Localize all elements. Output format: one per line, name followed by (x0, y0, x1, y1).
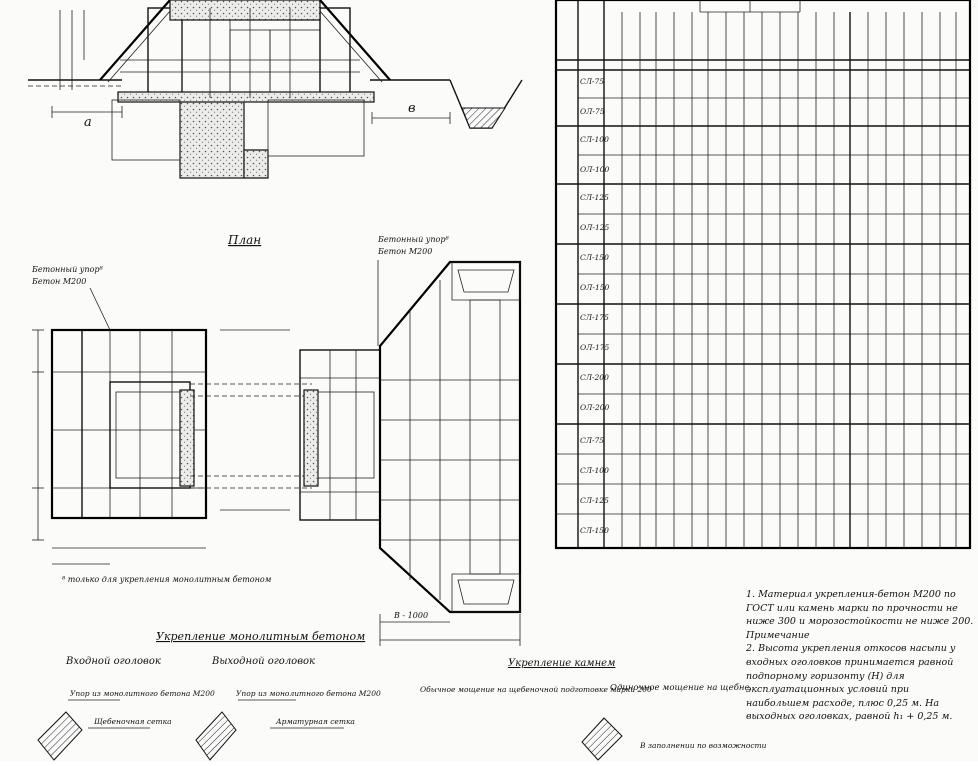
note-mid: Обычное мощение на щебеночной подготовке… (420, 685, 652, 694)
plan-footnote: ⁸ только для укрепления монолитным бетон… (62, 575, 272, 584)
row-code-3: СЛ-125 (580, 193, 609, 202)
note-2: 2. Высота укрепления откосов насыпи у вх… (746, 643, 956, 723)
note-1: 1. Материал укрепления-бетон М200 по ГОС… (746, 589, 974, 641)
row-sub-5: ОЛ-175 (580, 343, 609, 352)
reinforcement-details: Укрепление монолитным бетоном Входной ог… (37, 630, 767, 761)
dim-b-1000: В - 1000 (393, 611, 428, 620)
reinforcement-title: Укрепление монолитным бетоном (156, 630, 365, 643)
row-code-2: СЛ-100 (580, 135, 609, 144)
row-code-6: СЛ-200 (580, 373, 609, 382)
inlet-label: Входной оголовок (65, 656, 161, 667)
dimension-table: СЛ-75 ОЛ-75 СЛ-100 ОЛ-100 СЛ-125 ОЛ-125 … (554, 0, 972, 550)
general-notes: 1. Материал укрепления-бетон М200 по ГОС… (746, 588, 974, 724)
label-prep-1: Щебеночная сетка (94, 717, 172, 726)
row-code-9: СЛ-125 (580, 496, 609, 505)
label-left-joint: Бетонный упор⁸ (31, 265, 103, 274)
outlet-label: Выходной оголовок (211, 656, 315, 667)
row-sub-2: ОЛ-100 (580, 165, 609, 174)
row-code-5: СЛ-175 (580, 313, 609, 322)
dim-a: а (84, 115, 92, 130)
note-right: Одиночное мощение на щебне (610, 682, 750, 693)
label-right-joint: Бетонный упор⁸ (377, 235, 449, 244)
plan-view: План Бетонный упор⁸ Бетон М200 Бетонный … (31, 233, 522, 646)
label-stop-2: Упор из монолитного бетона М200 (236, 689, 381, 698)
row-sub-4: ОЛ-150 (580, 283, 609, 292)
label-left-joint-sub: Бетон М200 (31, 277, 86, 286)
label-stop-1: Упор из монолитного бетона М200 (70, 689, 215, 698)
row-code-10: СЛ-150 (580, 526, 609, 535)
plan-title: План (227, 233, 261, 247)
label-right-joint-sub: Бетон М200 (377, 247, 432, 256)
section-view: а в (28, 0, 523, 179)
row-sub-6: ОЛ-200 (580, 403, 609, 412)
row-code-4: СЛ-150 (580, 253, 609, 262)
row-code-1: СЛ-75 (580, 77, 604, 86)
row-code-7: СЛ-75 (580, 436, 604, 445)
row-code-8: СЛ-100 (580, 466, 609, 475)
stone-title: Укрепление камнем (508, 658, 615, 669)
label-prep-2: Арматурная сетка (275, 717, 355, 726)
dim-b: в (408, 101, 416, 116)
row-sub-3: ОЛ-125 (580, 223, 609, 232)
row-sub-1: ОЛ-75 (580, 107, 605, 116)
note-right-sub: В заполнении по возможности (639, 741, 767, 750)
